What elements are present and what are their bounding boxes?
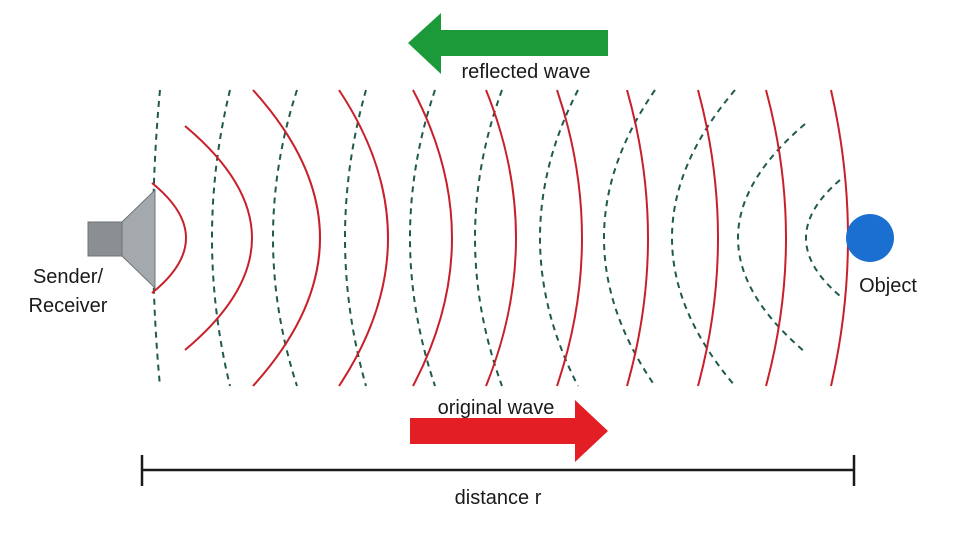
distance-label: distance r [455, 487, 542, 509]
sender-label-line1: Sender/ [33, 266, 103, 288]
original-wave-front [485, 89, 517, 387]
original-wave-label: original wave [438, 397, 555, 419]
original-wave-front [626, 89, 649, 387]
reflected-wave-front [805, 179, 841, 297]
reflected-wave-front [211, 89, 231, 387]
original-wave-front [697, 89, 719, 387]
distance-bar [140, 455, 856, 486]
speaker-icon [87, 188, 156, 290]
speaker-body [87, 221, 123, 257]
reflected-wave-fronts [152, 89, 841, 387]
original-wave-arrow [410, 400, 608, 462]
original-wave-front [412, 89, 453, 387]
original-wave-front [338, 89, 389, 387]
original-wave-front [184, 125, 253, 351]
reflected-wave-front [737, 123, 806, 353]
original-wave-front [556, 89, 583, 387]
original-wave-front [252, 89, 321, 387]
original-wave-front [765, 89, 787, 387]
reflected-wave-arrow [408, 13, 608, 74]
sender-label-line2: Receiver [29, 295, 108, 317]
object-label: Object [859, 275, 917, 297]
reflected-wave-label: reflected wave [462, 61, 591, 83]
reflected-wave-front [409, 89, 436, 387]
original-wave-fronts [151, 89, 849, 387]
original-wave-front [151, 182, 187, 294]
reflected-wave-front [272, 89, 298, 387]
reflected-wave-front [474, 89, 503, 387]
reflected-wave-front [344, 89, 367, 387]
speaker-cone [121, 188, 156, 290]
reflected-wave-front [671, 89, 736, 387]
reflected-wave-front [603, 89, 656, 387]
circle-object-icon [846, 214, 894, 262]
reflected-wave-front [539, 89, 579, 387]
original-wave-front [830, 89, 849, 387]
